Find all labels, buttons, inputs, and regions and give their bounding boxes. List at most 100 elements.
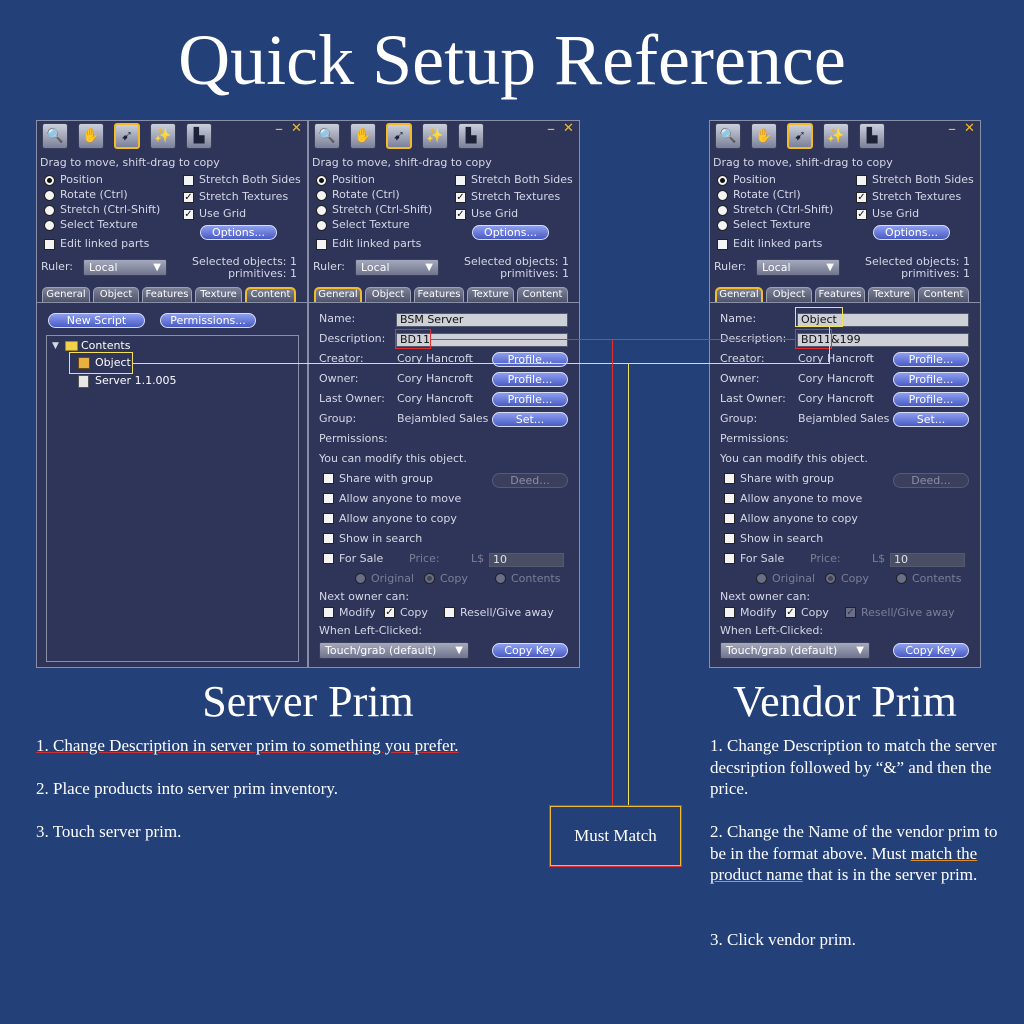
expand-arrow-icon[interactable]: ▼	[52, 341, 59, 351]
copy-key-button[interactable]: Copy Key	[492, 643, 568, 658]
tab-content[interactable]: Content	[918, 287, 969, 302]
minimize-icon[interactable]: –	[547, 120, 555, 138]
options-button[interactable]: Options...	[200, 225, 277, 240]
radio-sale-contents[interactable]	[495, 573, 506, 584]
group-set-button[interactable]: Set...	[492, 412, 568, 427]
checkbox-next-copy[interactable]: ✓	[785, 607, 796, 618]
last-owner-profile-button[interactable]: Profile...	[893, 392, 969, 407]
tab-content[interactable]: Content	[245, 287, 296, 302]
tab-general[interactable]: General	[715, 287, 763, 302]
tab-texture[interactable]: Texture	[467, 287, 514, 302]
checkbox-stretch-textures[interactable]: ✓	[183, 192, 194, 203]
checkbox-stretch-both-sides[interactable]	[455, 175, 466, 186]
creator-profile-button[interactable]: Profile...	[492, 352, 568, 367]
tab-features[interactable]: Features	[142, 287, 192, 302]
magic-wand-icon[interactable]: ✨	[150, 123, 176, 149]
ruler-select[interactable]: Local ▼	[355, 259, 439, 276]
magnifier-icon[interactable]: 🔍	[314, 123, 340, 149]
permissions-button[interactable]: Permissions...	[160, 313, 256, 328]
radio-position[interactable]	[316, 175, 327, 186]
magnifier-icon[interactable]: 🔍	[715, 123, 741, 149]
checkbox-edit-linked[interactable]	[717, 239, 728, 250]
minimize-icon[interactable]: –	[948, 120, 956, 138]
click-action-select[interactable]: Touch/grab (default) ▼	[319, 642, 469, 659]
checkbox-for-sale[interactable]	[724, 553, 735, 564]
radio-sale-contents[interactable]	[896, 573, 907, 584]
tab-features[interactable]: Features	[414, 287, 464, 302]
tab-object[interactable]: Object	[766, 287, 812, 302]
checkbox-stretch-textures[interactable]: ✓	[455, 192, 466, 203]
radio-position[interactable]	[717, 175, 728, 186]
tab-general[interactable]: General	[314, 287, 362, 302]
radio-select-texture[interactable]	[44, 220, 55, 231]
checkbox-for-sale[interactable]	[323, 553, 334, 564]
close-icon[interactable]: ✕	[964, 121, 975, 136]
pointer-icon[interactable]: ➹	[386, 123, 412, 149]
owner-profile-button[interactable]: Profile...	[893, 372, 969, 387]
radio-select-texture[interactable]	[717, 220, 728, 231]
checkbox-edit-linked[interactable]	[316, 239, 327, 250]
radio-select-texture[interactable]	[316, 220, 327, 231]
hand-icon[interactable]: ✋	[350, 123, 376, 149]
bulldozer-icon[interactable]: ▙	[458, 123, 484, 149]
tab-features[interactable]: Features	[815, 287, 865, 302]
copy-key-button[interactable]: Copy Key	[893, 643, 969, 658]
checkbox-edit-linked[interactable]	[44, 239, 55, 250]
checkbox-next-copy[interactable]: ✓	[384, 607, 395, 618]
radio-rotate[interactable]	[717, 190, 728, 201]
deed-button[interactable]: Deed...	[492, 473, 568, 488]
options-button[interactable]: Options...	[472, 225, 549, 240]
checkbox-use-grid[interactable]: ✓	[856, 209, 867, 220]
radio-stretch[interactable]	[316, 205, 327, 216]
price-field[interactable]: 10	[489, 553, 564, 567]
close-icon[interactable]: ✕	[291, 121, 302, 136]
tab-general[interactable]: General	[42, 287, 90, 302]
checkbox-use-grid[interactable]: ✓	[183, 209, 194, 220]
radio-position[interactable]	[44, 175, 55, 186]
hand-icon[interactable]: ✋	[751, 123, 777, 149]
checkbox-next-resell[interactable]: ✓	[845, 607, 856, 618]
list-item[interactable]: Server 1.1.005	[95, 374, 177, 387]
ruler-select[interactable]: Local ▼	[756, 259, 840, 276]
description-field[interactable]: BD11	[396, 333, 568, 347]
checkbox-use-grid[interactable]: ✓	[455, 209, 466, 220]
radio-stretch[interactable]	[717, 205, 728, 216]
list-item[interactable]: Object	[95, 356, 131, 369]
group-set-button[interactable]: Set...	[893, 412, 969, 427]
options-button[interactable]: Options...	[873, 225, 950, 240]
price-field[interactable]: 10	[890, 553, 965, 567]
radio-sale-copy[interactable]	[424, 573, 435, 584]
checkbox-allow-copy[interactable]	[724, 513, 735, 524]
checkbox-allow-move[interactable]	[323, 493, 334, 504]
bulldozer-icon[interactable]: ▙	[186, 123, 212, 149]
checkbox-show-in-search[interactable]	[724, 533, 735, 544]
checkbox-stretch-both-sides[interactable]	[856, 175, 867, 186]
checkbox-next-modify[interactable]	[323, 607, 334, 618]
checkbox-allow-copy[interactable]	[323, 513, 334, 524]
checkbox-allow-move[interactable]	[724, 493, 735, 504]
checkbox-stretch-textures[interactable]: ✓	[856, 192, 867, 203]
magic-wand-icon[interactable]: ✨	[422, 123, 448, 149]
hand-icon[interactable]: ✋	[78, 123, 104, 149]
description-field[interactable]: BD11&199	[797, 333, 969, 347]
tab-object[interactable]: Object	[365, 287, 411, 302]
radio-sale-copy[interactable]	[825, 573, 836, 584]
creator-profile-button[interactable]: Profile...	[893, 352, 969, 367]
close-icon[interactable]: ✕	[563, 121, 574, 136]
name-field[interactable]: Object	[797, 313, 969, 327]
ruler-select[interactable]: Local ▼	[83, 259, 167, 276]
radio-sale-original[interactable]	[355, 573, 366, 584]
radio-stretch[interactable]	[44, 205, 55, 216]
new-script-button[interactable]: New Script	[48, 313, 145, 328]
checkbox-share-with-group[interactable]	[724, 473, 735, 484]
checkbox-share-with-group[interactable]	[323, 473, 334, 484]
checkbox-show-in-search[interactable]	[323, 533, 334, 544]
owner-profile-button[interactable]: Profile...	[492, 372, 568, 387]
tab-texture[interactable]: Texture	[868, 287, 915, 302]
magnifier-icon[interactable]: 🔍	[42, 123, 68, 149]
pointer-icon[interactable]: ➹	[114, 123, 140, 149]
checkbox-stretch-both-sides[interactable]	[183, 175, 194, 186]
checkbox-next-resell[interactable]	[444, 607, 455, 618]
tab-object[interactable]: Object	[93, 287, 139, 302]
name-field[interactable]: BSM Server	[396, 313, 568, 327]
